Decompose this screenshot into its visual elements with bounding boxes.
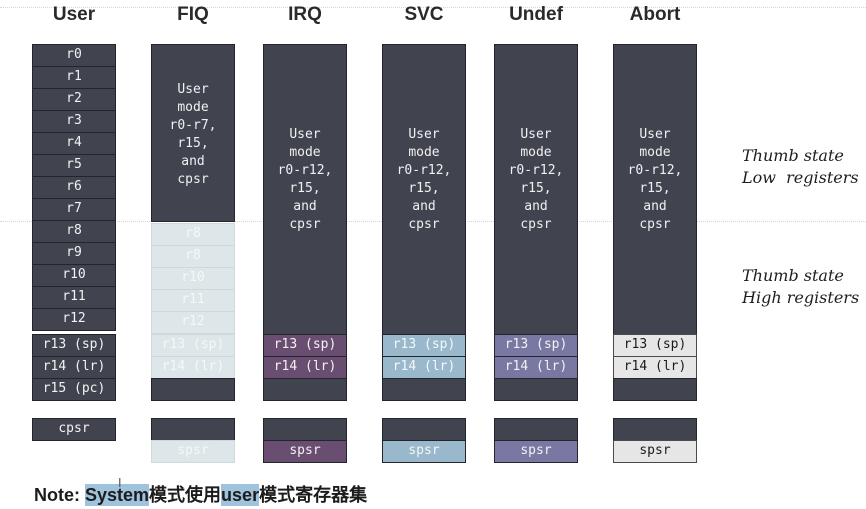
irq-shared-registers: User mode r0-r12, r15, and cpsr (263, 44, 347, 335)
register-r5: r5 (32, 154, 116, 177)
register-r4: r4 (32, 132, 116, 155)
register-r1: r1 (32, 66, 116, 89)
svc-empty-slot (382, 378, 466, 401)
register-r6: r6 (32, 176, 116, 199)
fiq-banked-r8: r8 (151, 223, 235, 246)
fiq-banked-r12: r12 (151, 311, 235, 334)
register-r10: r10 (32, 264, 116, 287)
thumb-high-registers-label: Thumb state High registers (742, 266, 860, 307)
abort-shared-registers: User mode r0-r12, r15, and cpsr (613, 44, 697, 335)
register-r15-pc: r15 (pc) (32, 378, 116, 401)
irq-banked-r14-lr: r14 (lr) (263, 356, 347, 379)
fiq-shared-registers: User mode r0-r7, r15, and cpsr (151, 44, 235, 222)
note-prefix: Note: (34, 485, 85, 505)
mode-title-fiq: FIQ (177, 4, 209, 25)
svc-spsr: spsr (382, 440, 466, 463)
fiq-banked-r13-sp: r13 (sp) (151, 334, 235, 357)
irq-banked-r13-sp: r13 (sp) (263, 334, 347, 357)
undef-spsr: spsr (494, 440, 578, 463)
abort-cpsr-slot (613, 418, 697, 441)
text-cursor-icon: I (118, 476, 122, 490)
mode-title-undef: Undef (509, 4, 563, 25)
fiq-banked-r10: r10 (151, 267, 235, 290)
note-user-highlight: user (221, 484, 260, 506)
mode-title-abort: Abort (629, 4, 681, 25)
irq-empty-slot (263, 378, 347, 401)
undef-cpsr-slot (494, 418, 578, 441)
note-mid-text: 模式使用 (149, 485, 222, 505)
thumb-low-registers-label: Thumb state Low registers (742, 146, 859, 187)
note-suffix-text: 模式寄存器集 (259, 485, 368, 505)
register-r14-lr: r14 (lr) (32, 356, 116, 379)
svc-banked-r14-lr: r14 (lr) (382, 356, 466, 379)
irq-cpsr-slot (263, 418, 347, 441)
fiq-banked-r14-lr: r14 (lr) (151, 356, 235, 379)
fiq-spsr: spsr (151, 440, 235, 463)
register-r8: r8 (32, 220, 116, 243)
user-cpsr: cpsr (32, 418, 116, 441)
svc-shared-registers: User mode r0-r12, r15, and cpsr (382, 44, 466, 335)
guide-line-top (0, 7, 866, 8)
register-r2: r2 (32, 88, 116, 111)
undef-banked-r14-lr: r14 (lr) (494, 356, 578, 379)
abort-banked-r14-lr: r14 (lr) (613, 356, 697, 379)
register-r13-sp: r13 (sp) (32, 334, 116, 357)
register-r11: r11 (32, 286, 116, 309)
mode-title-user: User (52, 4, 96, 25)
abort-empty-slot (613, 378, 697, 401)
abort-spsr: spsr (613, 440, 697, 463)
register-r3: r3 (32, 110, 116, 133)
register-r12: r12 (32, 308, 116, 331)
note-system-highlight: System (85, 484, 150, 506)
irq-spsr: spsr (263, 440, 347, 463)
user-register-column: r0 r1 r2 r3 r4 r5 r6 r7 r8 r9 r10 r11 r1… (32, 44, 116, 404)
undef-empty-slot (494, 378, 578, 401)
register-r9: r9 (32, 242, 116, 265)
mode-title-svc: SVC (404, 4, 444, 25)
note-line: Note: System模式使用user模式寄存器集 (34, 481, 367, 507)
fiq-cpsr-slot (151, 418, 235, 441)
abort-banked-r13-sp: r13 (sp) (613, 334, 697, 357)
mode-title-irq: IRQ (288, 4, 322, 25)
svc-cpsr-slot (382, 418, 466, 441)
fiq-banked-r8-second: r8 (151, 245, 235, 268)
undef-shared-registers: User mode r0-r12, r15, and cpsr (494, 44, 578, 335)
register-r0: r0 (32, 44, 116, 67)
undef-banked-r13-sp: r13 (sp) (494, 334, 578, 357)
svc-banked-r13-sp: r13 (sp) (382, 334, 466, 357)
fiq-empty-slot (151, 378, 235, 401)
fiq-banked-r11: r11 (151, 289, 235, 312)
register-r7: r7 (32, 198, 116, 221)
